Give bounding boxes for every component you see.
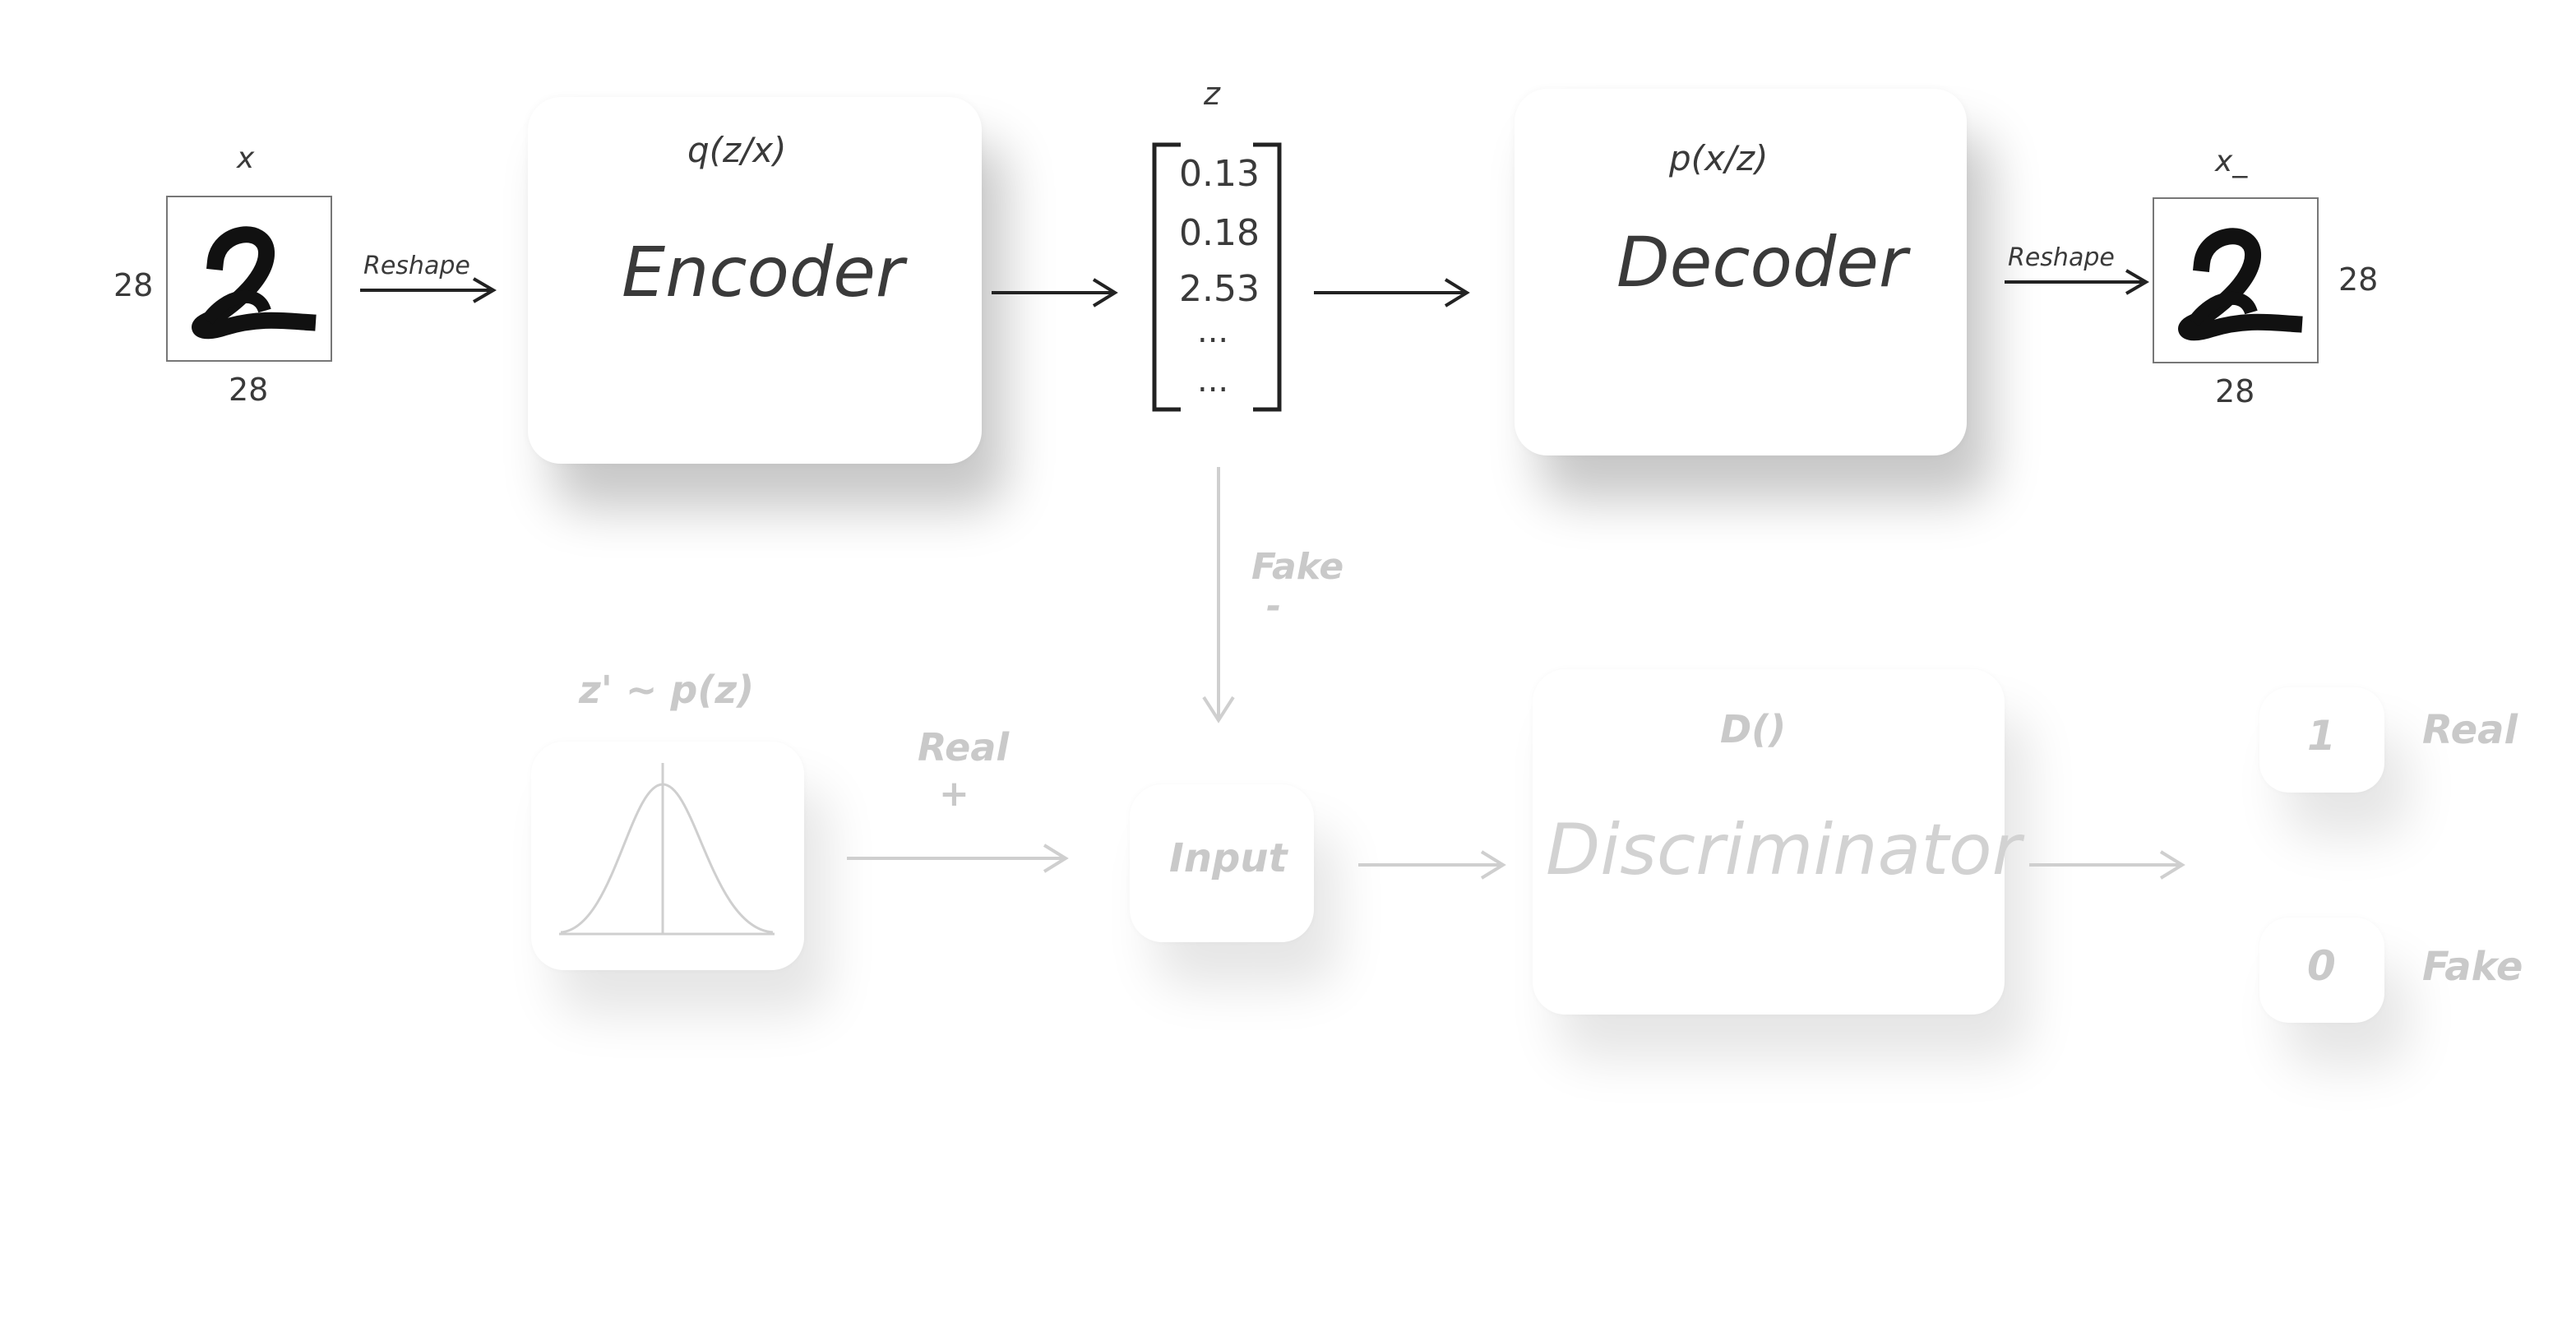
output-fake-value: 0: [2307, 942, 2336, 990]
latent-value: 0.18: [1179, 212, 1260, 254]
discriminator-to-output-arrow: [2028, 848, 2192, 881]
reshape-out-arrow: [2003, 270, 2151, 294]
prior-label: z' ~ p(z): [579, 668, 754, 712]
reshape-in-label: Reshape: [363, 252, 470, 280]
output-fake-label: Fake: [2422, 944, 2523, 990]
real-arrow-sign: +: [939, 773, 969, 815]
discriminator-formula: D(): [1720, 707, 1786, 751]
reshape-out-label: Reshape: [2008, 243, 2115, 272]
input-to-discriminator-arrow: [1357, 848, 1513, 881]
latent-value: 0.13: [1179, 153, 1260, 195]
latent-label: z: [1204, 76, 1220, 112]
latent-to-decoder-arrow: [1312, 276, 1477, 309]
gaussian-curve-icon: [556, 760, 778, 949]
fake-arrow-label: Fake: [1251, 546, 1343, 588]
decoder-formula: p(x/z): [1669, 138, 1768, 178]
output-height-label: 28: [2338, 261, 2378, 298]
discriminator-title: Discriminator: [1546, 809, 2021, 891]
latent-value: ...: [1197, 312, 1228, 350]
real-arrow-label: Real: [918, 725, 1009, 770]
reshape-in-arrow: [358, 278, 498, 303]
output-real-label: Real: [2422, 707, 2518, 753]
input-height-label: 28: [113, 267, 153, 303]
output-real-value: 1: [2307, 712, 2336, 760]
input-width-label: 28: [229, 372, 268, 408]
encoder-title: Encoder: [622, 232, 904, 312]
output-image-label: x_: [2215, 145, 2247, 178]
decoder-title: Decoder: [1616, 222, 1907, 303]
output-width-label: 28: [2215, 373, 2255, 409]
latent-value: ...: [1197, 362, 1228, 400]
input-image-label: x: [237, 141, 254, 175]
real-arrow: [845, 842, 1075, 875]
fake-arrow-sign: -: [1266, 585, 1281, 627]
input-digit-image: [166, 196, 332, 362]
input-node-label: Input: [1169, 835, 1288, 881]
encoder-formula: q(z/x): [687, 130, 786, 170]
latent-value: 2.53: [1179, 268, 1260, 310]
fake-arrow: [1194, 465, 1243, 728]
output-digit-image: [2153, 197, 2319, 363]
encoder-to-latent-arrow: [990, 276, 1122, 309]
